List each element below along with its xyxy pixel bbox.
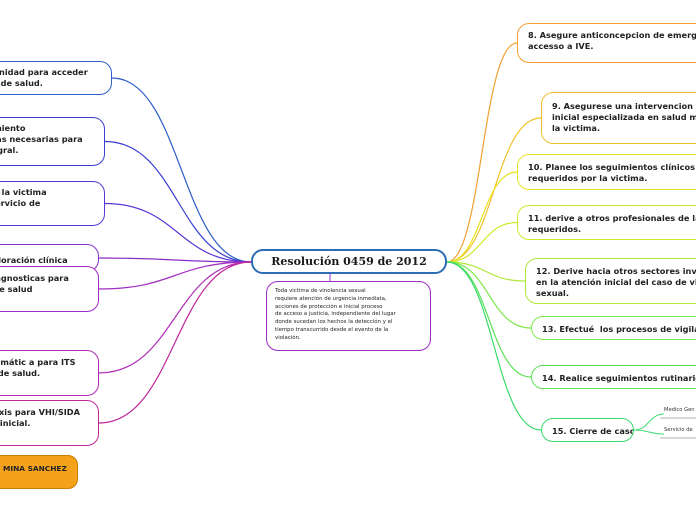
left-node-label: a valoración clínica bbox=[0, 255, 68, 265]
right-node-label: 9. Asegurese una intervencion terap inic… bbox=[552, 101, 696, 133]
connector-line bbox=[446, 42, 518, 263]
right-node-label: 12. Derive hacia otros sectores involucr… bbox=[536, 266, 696, 298]
right-node-15[interactable]: 15. Cierre de caso bbox=[541, 418, 634, 442]
right-node-label: 8. Asegure anticoncepcion de emergenci a… bbox=[528, 30, 696, 51]
left-node-label: ofilaxis para VHI/SIDA ulta inicial. bbox=[0, 407, 80, 428]
right-node-14[interactable]: 14. Realice seguimientos rutinarios bbox=[531, 365, 696, 389]
connector-line bbox=[98, 257, 252, 263]
connector-line bbox=[98, 261, 252, 374]
left-node-7[interactable]: ofilaxis para VHI/SIDA ulta inicial. bbox=[0, 400, 99, 446]
left-node-6[interactable]: ndromátic a para ITS cial de salud. bbox=[0, 350, 99, 396]
left-node-3[interactable]: a de la victima el servicio de bbox=[0, 181, 105, 226]
left-node-label: s diagnosticas para do de salud bbox=[0, 273, 69, 294]
connector-line bbox=[633, 429, 665, 435]
right-node-label: 15. Cierre de caso bbox=[552, 426, 634, 436]
central-topic-label: Resolución 0459 de 2012 bbox=[271, 255, 427, 268]
connector-line bbox=[633, 413, 665, 431]
left-node-label: omunidad para acceder ales de salud. bbox=[0, 67, 88, 88]
right-node-11[interactable]: 11. derive a otros profesionales de la s… bbox=[517, 205, 696, 240]
connector-line bbox=[104, 202, 252, 263]
left-node-5[interactable]: s diagnosticas para do de salud bbox=[0, 266, 99, 312]
right-node-8[interactable]: 8. Asegure anticoncepcion de emergenci a… bbox=[517, 23, 696, 63]
connector-line bbox=[446, 171, 518, 263]
connector-line bbox=[98, 261, 252, 424]
right-node-label: 10. Planee los seguimientos clínicos req… bbox=[528, 162, 695, 183]
right-node-12[interactable]: 12. Derive hacia otros sectores involucr… bbox=[525, 258, 696, 304]
sub-node-servicio[interactable]: Servicio de bbox=[664, 427, 693, 433]
right-node-label: 14. Realice seguimientos rutinarios bbox=[542, 373, 696, 383]
description-node[interactable]: Toda victima de vinolencia sexual requie… bbox=[266, 281, 431, 351]
left-node-2[interactable]: enimiento nimas necesarias para integral… bbox=[0, 117, 105, 166]
right-node-10[interactable]: 10. Planee los seguimientos clínicos req… bbox=[517, 154, 696, 190]
right-node-label: 13. Efectué los procesos de vigilancia bbox=[542, 324, 696, 334]
left-node-1[interactable]: omunidad para acceder ales de salud. bbox=[0, 61, 112, 95]
connector-line bbox=[446, 261, 532, 329]
central-topic[interactable]: Resolución 0459 de 2012 bbox=[251, 249, 447, 274]
connector-line bbox=[104, 140, 252, 263]
connector-line bbox=[446, 261, 532, 378]
left-node-label: enimiento nimas necesarias para integral… bbox=[0, 123, 83, 155]
right-node-9[interactable]: 9. Asegurese una intervencion terap inic… bbox=[541, 92, 696, 144]
left-node-label: a de la victima el servicio de bbox=[0, 187, 47, 208]
connector-line bbox=[111, 77, 252, 263]
left-node-label: ndromátic a para ITS cial de salud. bbox=[0, 357, 76, 378]
connector-line bbox=[446, 261, 526, 282]
right-node-label: 11. derive a otros profesionales de la s… bbox=[528, 213, 696, 234]
connector-line bbox=[446, 261, 542, 431]
sub-node-medico[interactable]: Medico Gen bbox=[664, 407, 695, 413]
right-node-13[interactable]: 13. Efectué los procesos de vigilancia bbox=[531, 316, 696, 340]
connector-line bbox=[446, 221, 518, 263]
connector-line bbox=[98, 261, 252, 290]
author-badge[interactable]: MINA SANCHEZ bbox=[0, 455, 78, 489]
